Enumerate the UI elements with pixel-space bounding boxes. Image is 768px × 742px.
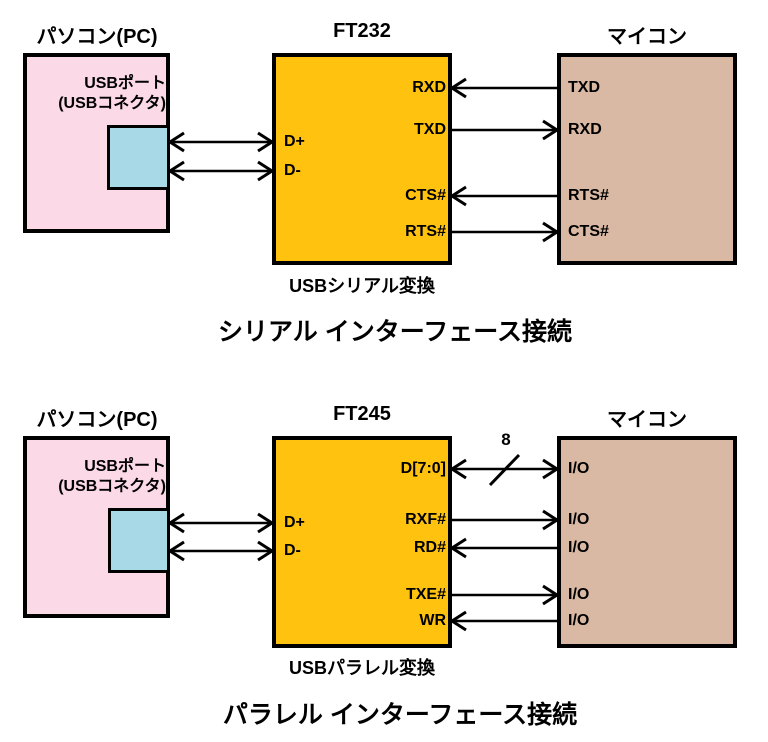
mcu-pin-io-2: I/O — [568, 511, 590, 528]
usb-port-line1: USBポート — [84, 458, 166, 475]
chip-pin-dbus: D[7:0] — [400, 460, 446, 477]
serial-title: シリアル インターフェース接続 — [218, 318, 572, 346]
arrow-head-left — [449, 77, 467, 99]
pc-label: パソコン(PC) — [36, 26, 158, 48]
bus-width-slash — [488, 453, 521, 487]
mcu-pin-io-5: I/O — [568, 612, 590, 629]
chip-pin-rd: RD# — [413, 539, 446, 556]
usb-port-line1: USBポート — [84, 75, 166, 92]
chip-label: FT245 — [333, 403, 391, 425]
bus-width-label: 8 — [501, 430, 511, 449]
chip-pin-dplus: D+ — [284, 514, 305, 531]
arrow-head-left — [167, 512, 185, 534]
chip-pin-rts: RTS# — [405, 223, 446, 240]
mcu-label: マイコン — [607, 26, 687, 48]
chip-box — [272, 436, 452, 648]
arrow-head-left — [167, 131, 185, 153]
chip-label: FT232 — [333, 20, 391, 42]
chip-pin-dminus: D- — [284, 162, 301, 179]
pc-label: パソコン(PC) — [36, 409, 158, 431]
chip-box — [272, 53, 452, 265]
serial-signal-arrows — [449, 77, 560, 243]
chip-pin-dminus: D- — [284, 542, 301, 559]
arrow-head-left — [449, 537, 467, 559]
mcu-pin-io-1: I/O — [568, 460, 590, 477]
chip-pin-wr: WR — [419, 612, 446, 629]
arrow-head-left — [449, 610, 467, 632]
chip-pin-dplus: D+ — [284, 133, 305, 150]
parallel-title: パラレル インターフェース接続 — [222, 701, 578, 729]
arrow-head-left — [449, 185, 467, 207]
usb-port-label: USBポート (USBコネクタ) — [30, 74, 166, 114]
parallel-signal-arrows — [449, 453, 560, 632]
chip-caption: USBパラレル変換 — [288, 658, 435, 678]
usb-connector — [107, 125, 170, 190]
mcu-pin-io-3: I/O — [568, 539, 590, 556]
usb-port-label: USBポート (USBコネクタ) — [30, 457, 166, 497]
chip-pin-rxf: RXF# — [405, 511, 446, 528]
chip-pin-txd: TXD — [414, 121, 446, 138]
mcu-box — [557, 53, 737, 265]
chip-caption: USBシリアル変換 — [289, 276, 435, 296]
chip-pin-cts: CTS# — [405, 187, 446, 204]
usb-port-line2: (USBコネクタ) — [58, 478, 166, 495]
mcu-pin-io-4: I/O — [568, 586, 590, 603]
serial-usb-arrows — [167, 131, 275, 182]
mcu-pin-txd: TXD — [568, 79, 600, 96]
chip-pin-txe: TXE# — [405, 586, 446, 603]
mcu-pin-rxd: RXD — [568, 121, 602, 138]
usb-port-line2: (USBコネクタ) — [58, 95, 166, 112]
mcu-box — [557, 436, 737, 648]
arrow-head-left — [167, 540, 185, 562]
usb-connector — [108, 508, 170, 573]
arrow-head-left — [449, 458, 467, 480]
mcu-label: マイコン — [607, 409, 687, 431]
chip-pin-rxd: RXD — [412, 79, 446, 96]
mcu-pin-rts: RTS# — [568, 187, 609, 204]
mcu-pin-cts: CTS# — [568, 223, 609, 240]
arrow-head-left — [167, 160, 185, 182]
parallel-usb-arrows — [167, 512, 275, 562]
